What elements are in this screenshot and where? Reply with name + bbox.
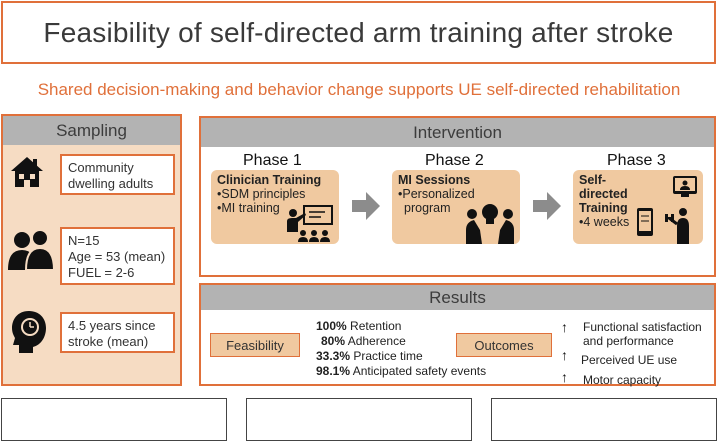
title-box: Feasibility of self-directed arm trainin… bbox=[1, 1, 716, 64]
sampling-text: dwelling adults bbox=[68, 176, 154, 191]
outcome-perceived-use: Perceived UE use bbox=[581, 353, 677, 367]
phase-2-card: MI Sessions •Personalized program bbox=[392, 170, 520, 244]
metric-adherence: 80% Adherence bbox=[321, 334, 406, 348]
head-clock-icon bbox=[12, 311, 46, 353]
empty-box bbox=[246, 398, 472, 441]
sampling-header: Sampling bbox=[3, 116, 180, 145]
sampling-text: Age = 53 (mean) bbox=[68, 249, 166, 264]
phase-3-line: •4 weeks bbox=[579, 215, 630, 229]
metric-value: 98.1% bbox=[316, 364, 351, 378]
devices-exercise-icon bbox=[637, 176, 697, 244]
outcome-motor-capacity: Motor capacity bbox=[583, 373, 661, 387]
phase-2-line: program bbox=[404, 201, 451, 215]
phase-3-title: Phase 3 bbox=[607, 152, 666, 169]
teacher-board-icon bbox=[287, 205, 333, 242]
phase-2-line: •Personalized bbox=[398, 187, 475, 201]
metric-label: Anticipated safety events bbox=[352, 364, 487, 378]
feasibility-label-box: Feasibility bbox=[210, 333, 300, 357]
phase-2-card-title: MI Sessions bbox=[398, 173, 471, 187]
sampling-box-demographics: N=15 Age = 53 (mean) FUEL = 2-6 bbox=[60, 227, 175, 285]
arrow-right-icon bbox=[533, 192, 561, 220]
page-title: Feasibility of self-directed arm trainin… bbox=[43, 16, 674, 48]
metric-value: 100% bbox=[316, 319, 347, 333]
sampling-panel: Sampling Community dwelling adults N=15 … bbox=[1, 114, 182, 386]
outcome-text: and performance bbox=[583, 334, 674, 348]
phase-2-title: Phase 2 bbox=[425, 152, 484, 169]
metric-label: Retention bbox=[350, 319, 402, 333]
metric-label: Adherence bbox=[347, 334, 406, 348]
metric-value: 80% bbox=[321, 334, 346, 348]
outcome-text: Functional satisfaction bbox=[583, 320, 702, 334]
phase-3-card: Self-directed Training •4 weeks bbox=[573, 170, 703, 244]
metric-practice-time: 33.3% Practice time bbox=[316, 349, 423, 363]
empty-box bbox=[491, 398, 717, 441]
subtitle: Shared decision-making and behavior chan… bbox=[37, 80, 681, 99]
outcome-functional: Functional satisfaction and performance bbox=[583, 320, 702, 348]
sampling-text: 4.5 years since bbox=[68, 318, 156, 333]
lightbulb-discussion-icon bbox=[466, 204, 514, 244]
empty-box bbox=[1, 398, 227, 441]
results-panel: Results Feasibility 100% Retention 80% A… bbox=[199, 283, 716, 387]
outcome-text: Motor capacity bbox=[583, 373, 662, 387]
intervention-panel: Intervention Phase 1 Clinician Training … bbox=[199, 116, 716, 277]
metric-safety-events: 98.1% Anticipated safety events bbox=[316, 364, 486, 378]
outcomes-label-box: Outcomes bbox=[456, 333, 552, 357]
phase-1-line: •MI training bbox=[217, 201, 280, 215]
phase-1-title: Phase 1 bbox=[243, 152, 302, 169]
intervention-header: Intervention bbox=[201, 118, 714, 147]
phase-1-card: Clinician Training •SDM principles •MI t… bbox=[211, 170, 339, 244]
sampling-box-onset: 4.5 years since stroke (mean) bbox=[60, 312, 175, 353]
house-icon bbox=[11, 157, 43, 187]
phase-1-line: •SDM principles bbox=[217, 187, 306, 201]
sampling-text: FUEL = 2-6 bbox=[68, 265, 135, 280]
feasibility-label: Feasibility bbox=[226, 337, 284, 353]
outcomes-label: Outcomes bbox=[474, 337, 534, 353]
up-arrow-icon: ↑ bbox=[561, 369, 568, 385]
sampling-text: Community bbox=[68, 160, 134, 175]
sampling-box-population: Community dwelling adults bbox=[60, 154, 175, 195]
up-arrow-icon: ↑ bbox=[561, 347, 568, 363]
people-icon bbox=[8, 229, 55, 271]
metric-retention: 100% Retention bbox=[316, 319, 401, 333]
arrow-right-icon bbox=[352, 192, 380, 220]
outcome-text: Perceived UE use bbox=[581, 353, 678, 367]
sampling-text: stroke (mean) bbox=[68, 334, 149, 349]
metric-label: Practice time bbox=[353, 349, 423, 363]
phase-1-card-title: Clinician Training bbox=[217, 173, 322, 187]
results-header: Results bbox=[201, 285, 714, 310]
sampling-text: N=15 bbox=[68, 233, 100, 248]
metric-value: 33.3% bbox=[316, 349, 351, 363]
phase-3-card-title: Self-directed Training bbox=[579, 173, 628, 215]
up-arrow-icon: ↑ bbox=[561, 319, 568, 335]
